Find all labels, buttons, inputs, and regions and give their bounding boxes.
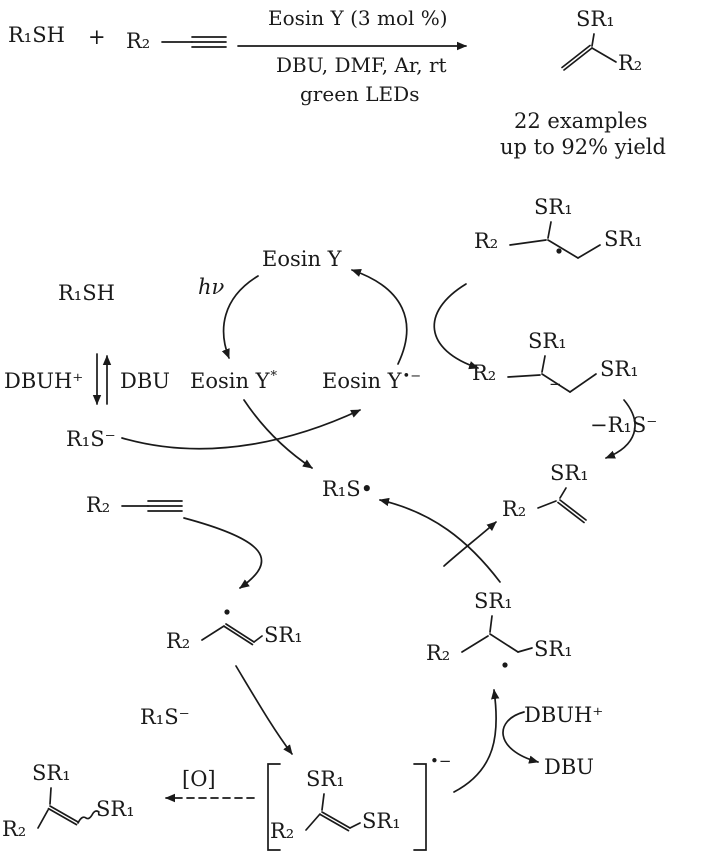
bis-adduct-radical-skeleton <box>509 221 601 259</box>
vinyl-sulfide-skeleton <box>537 487 587 524</box>
arrow-electron-transfer-to-adduct <box>433 283 479 370</box>
mech-thiol-label: R₁SH <box>58 281 115 305</box>
product-r2-label: R₂ <box>618 51 643 75</box>
eosin-y-star-base: Eosin Y <box>190 369 270 393</box>
adduct-radical-anion-skeleton <box>267 763 427 851</box>
eosin-y-radical-anion-label: Eosin Y•− <box>322 370 421 392</box>
radical-dot <box>224 609 230 615</box>
adduct-r2: R₂ <box>270 819 295 843</box>
beta-thio-radical-skeleton <box>461 615 533 668</box>
arrow-radical-to-thiyl <box>379 497 501 583</box>
bis-adduct-r2: R₂ <box>474 229 499 253</box>
final-product-skeleton <box>37 787 100 829</box>
eosin-y-star-sup: * <box>270 369 278 384</box>
vinyl-sulfide-r2: R₂ <box>502 497 527 521</box>
carbanion-r2: R₂ <box>472 361 497 385</box>
arrow-alkyne-addition <box>183 517 263 589</box>
bis-adduct-sr1-top: SR₁ <box>534 195 573 219</box>
wavy-bond <box>77 810 100 824</box>
examples-label: 22 examples <box>514 109 648 133</box>
dbuh-label-2: DBUH⁺ <box>524 703 604 727</box>
thiolate-label-2: R₁S⁻ <box>140 705 190 729</box>
radical-dot <box>556 248 562 254</box>
thiyl-radical-label: R₁S• <box>322 477 374 501</box>
carbanion-sr1-top: SR₁ <box>528 329 567 353</box>
adduct-sr1-top: SR₁ <box>306 767 345 791</box>
bis-adduct-sr1-right: SR₁ <box>604 227 643 251</box>
eosin-y-star-label: Eosin Y* <box>190 370 277 392</box>
hv-label: hν <box>198 275 225 299</box>
arrow-elimination <box>605 399 636 459</box>
arrow-eosin-star-to-thiyl <box>243 399 313 469</box>
vinyl-sulfide-sr1: SR₁ <box>550 461 589 485</box>
scheme-alkyne-skeleton <box>161 36 227 48</box>
arrow-thiolate-to-eosin <box>121 409 361 450</box>
arrow-hv-excitation <box>221 275 259 359</box>
arrow-dbuh-to-dbu <box>502 711 539 764</box>
beta-radical-sr1-top: SR₁ <box>474 589 513 613</box>
carbanion-skeleton <box>507 355 597 393</box>
alkyne-r-label: R₂ <box>126 29 151 53</box>
mech-alkyne-r-label: R₂ <box>86 493 111 517</box>
minus-thiolate-label: −R₁S⁻ <box>590 413 658 437</box>
carbanion-sr1-right: SR₁ <box>600 357 639 381</box>
product-sr1-label: SR₁ <box>576 7 615 31</box>
thiolate-label: R₁S⁻ <box>66 427 116 451</box>
conditions-line3: green LEDs <box>300 82 420 106</box>
conditions-line1: Eosin Y (3 mol %) <box>268 6 448 30</box>
final-product-sr1-right: SR₁ <box>96 797 135 821</box>
arrow-to-vinyl-sulfide <box>443 521 497 567</box>
plus-sign: + <box>88 25 106 49</box>
radical-dot <box>502 662 508 668</box>
carbanion-charge: − <box>549 375 562 393</box>
vinyl-radical-sr1: SR₁ <box>264 623 303 647</box>
bracket-radical-anion-sup: •− <box>430 752 452 770</box>
final-product-sr1-top: SR₁ <box>32 761 71 785</box>
dbuh-label: DBUH⁺ <box>4 369 84 393</box>
thiol-label: R₁SH <box>8 23 65 47</box>
eosin-y-label: Eosin Y <box>262 247 342 271</box>
scheme-product-skeleton <box>561 33 617 71</box>
arrow-eosin-regeneration <box>351 268 408 365</box>
bracket-right <box>413 763 427 851</box>
arrow-protonation <box>453 689 500 793</box>
yield-label: up to 92% yield <box>500 135 666 159</box>
adduct-sr1-right: SR₁ <box>362 809 401 833</box>
arrow-vinyl-radical-to-adduct <box>235 665 293 755</box>
final-product-r2: R₂ <box>2 817 27 841</box>
dbu-label: DBU <box>120 369 170 393</box>
oxidant-label: [O] <box>182 767 216 791</box>
mechanism-alkyne-skeleton <box>121 500 183 512</box>
bracket-left <box>267 763 281 851</box>
eosin-y-radical-anion-base: Eosin Y <box>322 369 402 393</box>
dbu-label-2: DBU <box>544 755 594 779</box>
beta-radical-sr1-right: SR₁ <box>534 637 573 661</box>
eosin-y-radical-anion-sup: •− <box>402 369 422 384</box>
conditions-line2: DBU, DMF, Ar, rt <box>276 53 447 77</box>
beta-radical-r2: R₂ <box>426 641 451 665</box>
vinyl-radical-r2: R₂ <box>166 629 191 653</box>
vinyl-radical-skeleton <box>201 609 263 646</box>
